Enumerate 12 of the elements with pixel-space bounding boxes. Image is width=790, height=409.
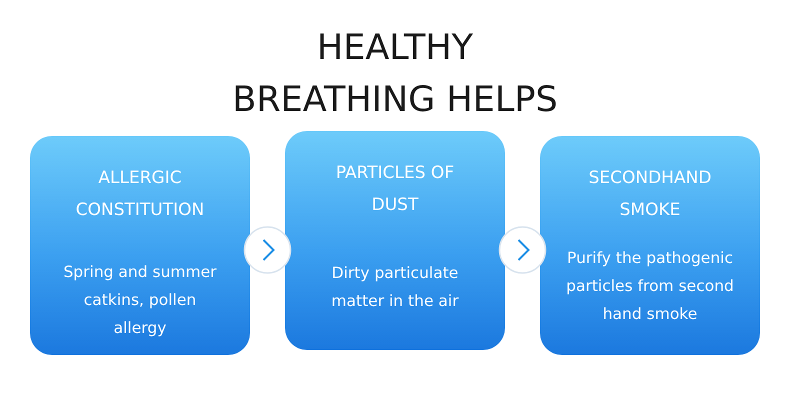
card-description: Dirty particulate matter in the air xyxy=(330,263,460,312)
card-heading: PARTICLES OF DUST xyxy=(334,162,456,217)
card-heading: SECONDHAND SMOKE xyxy=(588,167,712,222)
title: HEALTHY BREATHING HELPS xyxy=(231,27,559,122)
card-description: Purify the pathogenic particles from second hand smoke xyxy=(565,248,735,325)
info-card xyxy=(285,131,505,350)
info-card xyxy=(540,136,760,355)
info-card xyxy=(30,136,250,355)
arrow-circle xyxy=(244,226,292,274)
arrow-circle xyxy=(498,226,546,274)
card-heading: ALLERGIC CONSTITUTION xyxy=(74,167,206,222)
card-description: Spring and summer catkins, pollen allergy xyxy=(62,262,218,339)
